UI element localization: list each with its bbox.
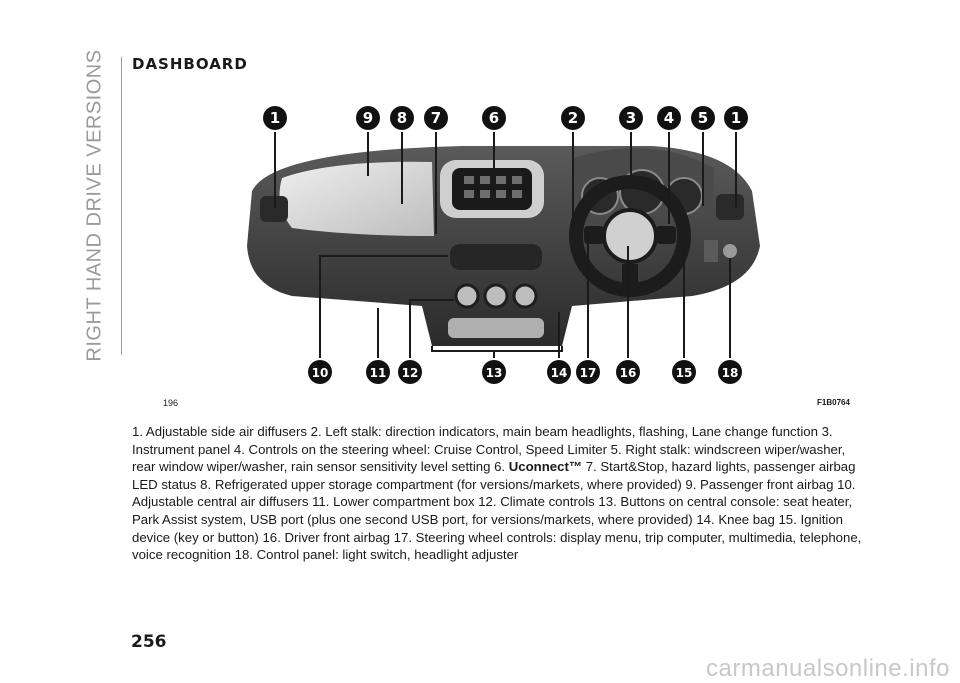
callout-badge: 1: [263, 106, 287, 130]
dashboard-caption: 1. Adjustable side air diffusers 2. Left…: [132, 423, 866, 564]
caption-part-1: 1. Adjustable side air diffusers 2. Left…: [132, 424, 846, 475]
passenger-panel: [279, 161, 434, 236]
callout-number: 9: [363, 109, 373, 127]
caption-brand: Uconnect™: [508, 459, 583, 475]
callout-number: 1: [731, 109, 741, 127]
callout-number: 8: [397, 109, 407, 127]
side-rule: [121, 57, 122, 355]
callout-number: 16: [620, 366, 637, 380]
section-title: DASHBOARD: [132, 55, 248, 73]
callout-number: 14: [551, 366, 568, 380]
callout-number: 11: [370, 366, 387, 380]
callout-badge: 15: [672, 360, 696, 384]
callout-badge: 16: [616, 360, 640, 384]
steering-hub: [602, 208, 658, 264]
climate-knob-left: [454, 283, 480, 309]
callout-number: 1: [270, 109, 280, 127]
figure-code: F1B0764: [817, 398, 850, 407]
callout-number: 7: [431, 109, 441, 127]
callout-badge: 7: [424, 106, 448, 130]
light-switch: [723, 244, 737, 258]
callout-number: 18: [722, 366, 739, 380]
right-control-buttons: [704, 240, 718, 262]
central-vents: [450, 244, 542, 270]
callout-badge: 9: [356, 106, 380, 130]
callout-badge: 14: [547, 360, 571, 384]
steering-wheel: [569, 175, 691, 297]
callout-number: 17: [580, 366, 597, 380]
page-number: 256: [131, 632, 167, 652]
figure-number: 196: [163, 398, 179, 408]
left-side-vent: [260, 196, 288, 222]
watermark: carmanualsonline.info: [706, 655, 950, 682]
console-buttons: [448, 318, 544, 338]
infotainment-screen: [452, 168, 532, 210]
callouts-top: 1 9 8 7 6 2 3 4 5 1: [263, 106, 748, 130]
climate-knob-right: [512, 283, 538, 309]
callout-badge: 6: [482, 106, 506, 130]
callout-badge: 13: [482, 360, 506, 384]
callout-badge: 4: [657, 106, 681, 130]
callout-number: 2: [568, 109, 578, 127]
callout-number: 15: [676, 366, 693, 380]
side-section-tab: RIGHT HAND DRIVE VERSIONS: [80, 49, 110, 361]
callout-badge: 1: [724, 106, 748, 130]
callout-badge: 11: [366, 360, 390, 384]
callout-badge: 5: [691, 106, 715, 130]
callouts-bottom: 10 11 12 13 14 17 16 15 18: [308, 360, 742, 384]
callout-badge: 2: [561, 106, 585, 130]
side-section-label: RIGHT HAND DRIVE VERSIONS: [83, 48, 106, 362]
callout-number: 6: [489, 109, 499, 127]
callout-number: 3: [626, 109, 636, 127]
callout-badge: 17: [576, 360, 600, 384]
callout-badge: 3: [619, 106, 643, 130]
callout-badge: 10: [308, 360, 332, 384]
callout-badge: 18: [718, 360, 742, 384]
callout-number: 13: [486, 366, 503, 380]
callout-number: 12: [402, 366, 419, 380]
callout-number: 4: [664, 109, 674, 127]
callout-number: 10: [312, 366, 329, 380]
dashboard-figure: 1 9 8 7 6 2 3 4 5 1 10 11 12 13 14 17 16 15 18: [247, 106, 760, 384]
callout-badge: 8: [390, 106, 414, 130]
right-side-vent: [716, 194, 744, 220]
climate-knob-center: [483, 283, 509, 309]
callout-badge: 12: [398, 360, 422, 384]
callout-number: 5: [698, 109, 708, 127]
caption-part-2: 7. Start&Stop, hazard lights, passenger …: [132, 459, 862, 563]
